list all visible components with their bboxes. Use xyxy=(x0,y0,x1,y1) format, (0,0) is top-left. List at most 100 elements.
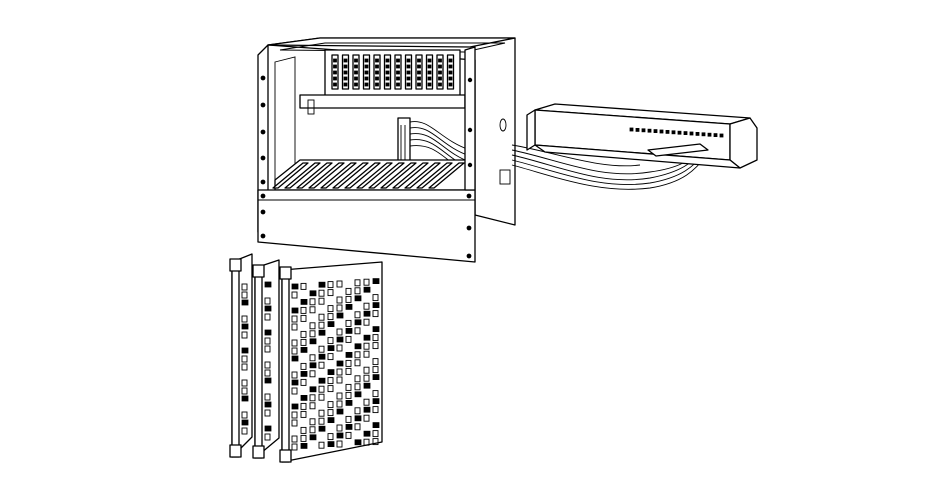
board-chip xyxy=(241,299,249,306)
board-component xyxy=(300,314,307,322)
board-chip xyxy=(241,347,249,354)
board-chip xyxy=(291,379,299,386)
board-component xyxy=(345,415,352,423)
board-component xyxy=(336,328,343,336)
board-component xyxy=(300,434,307,442)
board-component xyxy=(318,313,325,321)
board-chip xyxy=(309,386,317,393)
board-chip xyxy=(241,323,249,330)
board-component xyxy=(354,311,361,319)
board-component xyxy=(372,430,379,438)
board-component xyxy=(372,366,379,374)
board-component xyxy=(363,414,370,422)
board-chip xyxy=(345,423,353,430)
board-component xyxy=(336,296,343,304)
board-component xyxy=(354,279,361,287)
connector-pin xyxy=(713,133,718,138)
board-component xyxy=(291,371,298,379)
board-component xyxy=(354,423,361,431)
board-component xyxy=(291,411,298,419)
board-component xyxy=(300,402,307,410)
connector-pin xyxy=(719,133,724,138)
board-chip xyxy=(363,406,371,413)
board-component xyxy=(291,419,298,427)
connector-pin xyxy=(677,130,682,135)
board-component xyxy=(264,337,271,345)
board-component xyxy=(264,345,271,353)
connector-pin xyxy=(653,129,658,134)
board-chip xyxy=(264,401,272,408)
board-chip xyxy=(345,351,353,358)
board-component xyxy=(336,424,343,432)
card-guides xyxy=(272,162,465,189)
board-component xyxy=(300,338,307,346)
board-component xyxy=(291,315,298,323)
board-component xyxy=(372,358,379,366)
board-component xyxy=(327,305,334,313)
board-chip xyxy=(300,394,308,401)
board-component xyxy=(327,281,334,289)
board-ejector-bottom xyxy=(279,449,292,463)
board-chip xyxy=(372,398,380,405)
board-component xyxy=(291,347,298,355)
board-component xyxy=(345,359,352,367)
connector-pin xyxy=(695,131,700,136)
board-component xyxy=(318,289,325,297)
circuit-board xyxy=(229,253,253,458)
board-component xyxy=(264,393,271,401)
board-chip xyxy=(291,307,299,314)
board-component xyxy=(264,369,271,377)
board-ejector-top xyxy=(252,264,265,278)
board-component xyxy=(354,351,361,359)
board-component xyxy=(363,342,370,350)
board-component xyxy=(318,393,325,401)
card-guide-rail xyxy=(272,162,309,189)
board-component xyxy=(300,282,307,290)
board-component xyxy=(309,354,316,362)
card-guide-rail xyxy=(284,162,321,189)
board-chip xyxy=(327,321,335,328)
board-component xyxy=(300,378,307,386)
board-chip xyxy=(241,395,249,402)
board-component xyxy=(363,278,370,286)
board-component xyxy=(345,391,352,399)
front-bottom-panel xyxy=(257,189,476,263)
board-component xyxy=(336,392,343,400)
board-chip xyxy=(372,326,380,333)
board-component xyxy=(372,334,379,342)
connector-pin xyxy=(647,128,652,133)
board-component xyxy=(241,379,248,387)
card-rack-chassis xyxy=(257,37,516,263)
board-component xyxy=(336,304,343,312)
board-component xyxy=(345,319,352,327)
board-chip xyxy=(318,353,326,360)
board-component xyxy=(241,387,248,395)
board-component xyxy=(300,410,307,418)
board-component xyxy=(336,280,343,288)
board-component xyxy=(309,298,316,306)
board-component xyxy=(372,438,379,446)
board-chip xyxy=(336,336,344,343)
front-right-post xyxy=(464,46,476,191)
board-chip xyxy=(291,355,299,362)
board-component xyxy=(241,427,248,435)
board-component xyxy=(291,339,298,347)
card-guide-rail xyxy=(356,162,393,189)
board-chip xyxy=(336,408,344,415)
card-guide-rail xyxy=(428,162,465,189)
rack-top xyxy=(267,37,516,48)
connector-terminal-block xyxy=(526,103,758,169)
board-component xyxy=(327,377,334,385)
circuit-boards xyxy=(229,253,383,463)
board-chip xyxy=(354,343,362,350)
board-chip xyxy=(354,391,362,398)
card-guide-rail xyxy=(368,162,405,189)
board-chip xyxy=(363,286,371,293)
board-component xyxy=(363,302,370,310)
card-guide-rail xyxy=(380,162,417,189)
board-component xyxy=(300,330,307,338)
board-component xyxy=(309,306,316,314)
board-chip xyxy=(345,327,353,334)
board-component xyxy=(318,361,325,369)
board-ejector-bottom xyxy=(229,444,242,458)
